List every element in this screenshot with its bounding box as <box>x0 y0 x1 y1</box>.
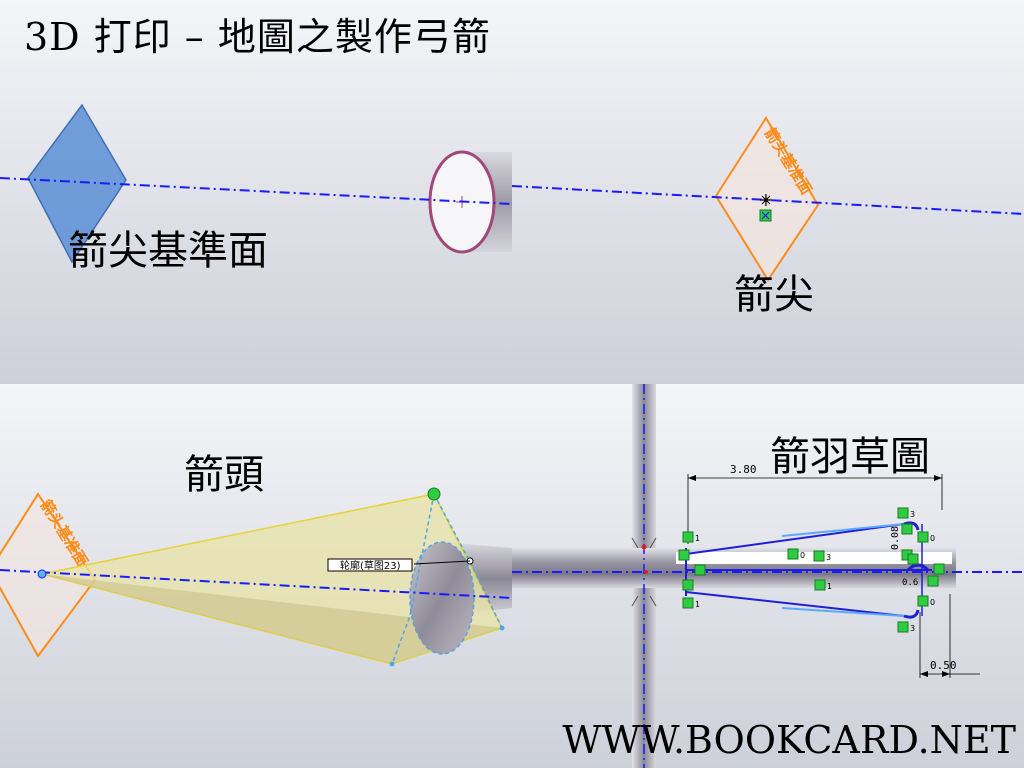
length-dimension[interactable]: 3.80 <box>730 463 757 476</box>
panel-tip: 箭头基准面 箭尖 <box>512 0 1024 384</box>
constraint-labels: 1 0 3 0 1 3 0 1 3 <box>695 510 935 633</box>
constraint-label: 0 <box>800 551 805 560</box>
tip-viewport[interactable]: 箭头基准面 <box>512 0 1024 384</box>
axis-line <box>0 177 512 205</box>
page-title: 3D 打印 – 地圖之製作弓箭 <box>24 15 491 59</box>
axis-line <box>0 569 512 599</box>
feather-sketch-viewport[interactable]: 3.80 0.50 0.08 0.6 <box>512 384 1024 768</box>
cone-apex-point[interactable] <box>37 569 47 579</box>
head-viewport[interactable]: 箭头基准面 轮廓(草图23) <box>0 384 512 768</box>
constraint-label: 3 <box>910 624 915 633</box>
head-label: 箭頭 <box>184 452 264 498</box>
width-dimension[interactable]: 0.50 <box>930 659 957 672</box>
feather-sketch-label: 箭羽草圖 <box>770 434 930 480</box>
cone-shadow-face <box>42 574 502 664</box>
panel-feather-sketch: 3.80 0.50 0.08 0.6 <box>512 384 1024 768</box>
constraint-label: 3 <box>910 510 915 519</box>
feather-upper-edge[interactable] <box>685 523 905 555</box>
website-watermark: WWW.BOOKCARD.NET <box>562 718 1016 762</box>
constraint-label: 1 <box>695 534 700 543</box>
small-dimension[interactable]: 0.6 <box>902 578 918 588</box>
profile-circle[interactable] <box>409 541 475 655</box>
constraint-label: 1 <box>827 582 832 591</box>
constraint-label: 0 <box>930 534 935 543</box>
side-dimension[interactable]: 0.08 <box>890 526 901 550</box>
constraint-label: 3 <box>826 553 831 562</box>
panel-tip-plane: 箭尖基準面 <box>0 0 512 384</box>
panel-head: 箭头基准面 轮廓(草图23) 箭頭 <box>0 384 512 768</box>
axis-line <box>512 185 1024 215</box>
origin-point <box>760 194 772 206</box>
profile-callout-text: 轮廓(草图23) <box>340 559 401 572</box>
constraint-label: 1 <box>695 600 700 609</box>
tip-label: 箭尖 <box>734 272 814 318</box>
tip-plane-label: 箭尖基準面 <box>68 228 268 274</box>
constraint-label: 0 <box>930 598 935 607</box>
feather-lower-edge[interactable] <box>685 591 905 617</box>
constraint-markers[interactable] <box>678 507 945 633</box>
tip-plane-viewport[interactable] <box>0 0 512 384</box>
tip-reference-plane[interactable] <box>27 103 127 264</box>
loft-handle[interactable] <box>427 487 441 501</box>
profile-callout-box[interactable] <box>327 558 413 572</box>
